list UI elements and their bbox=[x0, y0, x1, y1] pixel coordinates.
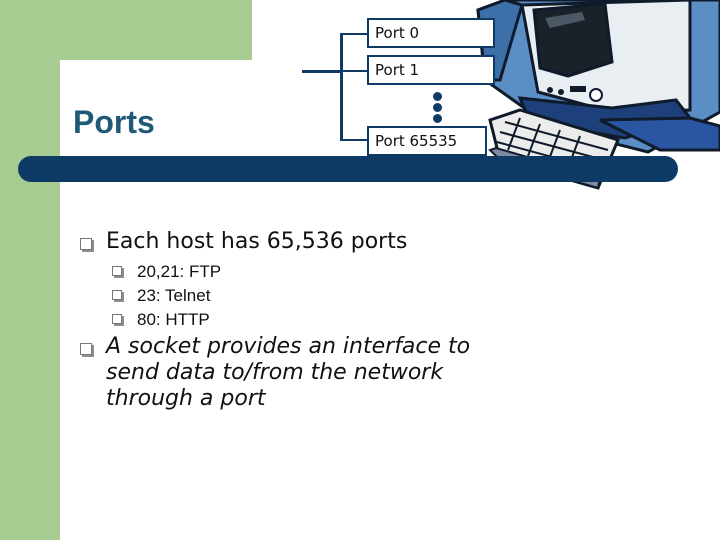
connector-port65535 bbox=[340, 139, 368, 141]
sub-bullet-1-text: 20,21: FTP bbox=[137, 262, 222, 281]
ellipsis-dot bbox=[433, 114, 442, 123]
port-0-box: Port 0 bbox=[367, 18, 495, 48]
ellipsis-dot bbox=[433, 92, 442, 101]
port-1-box: Port 1 bbox=[367, 55, 495, 85]
green-left-band bbox=[0, 0, 60, 540]
connector-port0 bbox=[340, 33, 368, 35]
connector-stub bbox=[302, 70, 342, 73]
bullet-2-text: A socket provides an interface to send d… bbox=[106, 334, 471, 411]
bullet-box-icon bbox=[80, 343, 92, 355]
white-corner bbox=[60, 60, 280, 170]
connector-port1 bbox=[340, 70, 368, 72]
sub-bullet-box-icon bbox=[112, 290, 122, 300]
bullet-1-text: Each host has 65,536 ports bbox=[106, 229, 408, 254]
sub-bullet-2-text: 23: Telnet bbox=[137, 286, 211, 305]
ellipsis-dot bbox=[433, 103, 442, 112]
sub-bullet-box-icon bbox=[112, 266, 122, 276]
connector-vertical bbox=[340, 33, 343, 141]
port-65535-box: Port 65535 bbox=[367, 126, 487, 156]
slide-title: Ports bbox=[73, 104, 155, 140]
sub-bullet-box-icon bbox=[112, 314, 122, 324]
bullet-box-icon bbox=[80, 238, 92, 250]
sub-bullet-3-text: 80: HTTP bbox=[137, 310, 210, 329]
title-bar bbox=[18, 156, 678, 182]
